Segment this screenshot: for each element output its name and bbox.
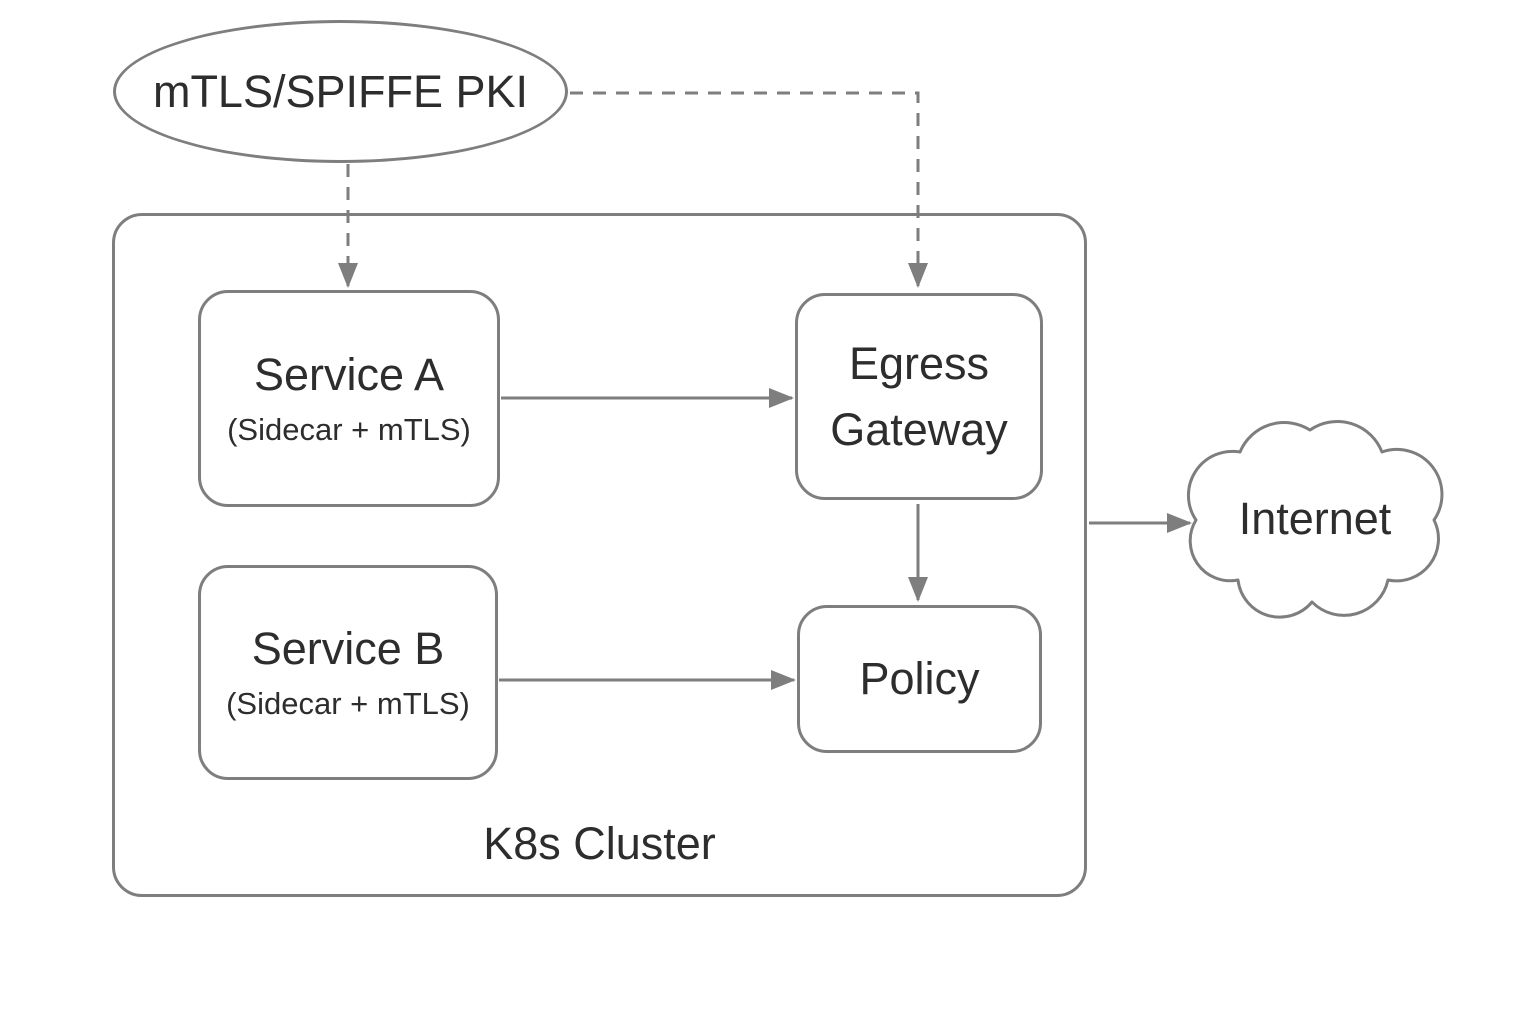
service-a-label: Service A — [253, 348, 445, 400]
service-b-label: Service B — [251, 622, 445, 674]
policy-node: Policy — [797, 605, 1042, 753]
policy-label: Policy — [859, 653, 980, 705]
service-a-node: Service A (Sidecar + mTLS) — [198, 290, 500, 507]
egress-gateway-label: Egress Gateway — [830, 338, 1008, 455]
internet-cloud-icon — [1186, 419, 1444, 619]
pki-label: mTLS/SPIFFE PKI — [152, 65, 529, 117]
service-b-sublabel: (Sidecar + mTLS) — [226, 686, 470, 722]
k8s-cluster-box: K8s Cluster — [112, 213, 1087, 897]
k8s-cluster-label: K8s Cluster — [483, 818, 716, 869]
service-a-sublabel: (Sidecar + mTLS) — [227, 412, 471, 448]
internet-label: Internet — [1238, 493, 1392, 544]
egress-gateway-node: Egress Gateway — [795, 293, 1043, 500]
edge-pki-to-egress-gateway — [570, 91, 928, 288]
service-b-node: Service B (Sidecar + mTLS) — [198, 565, 498, 780]
pki-node: mTLS/SPIFFE PKI — [113, 20, 568, 163]
